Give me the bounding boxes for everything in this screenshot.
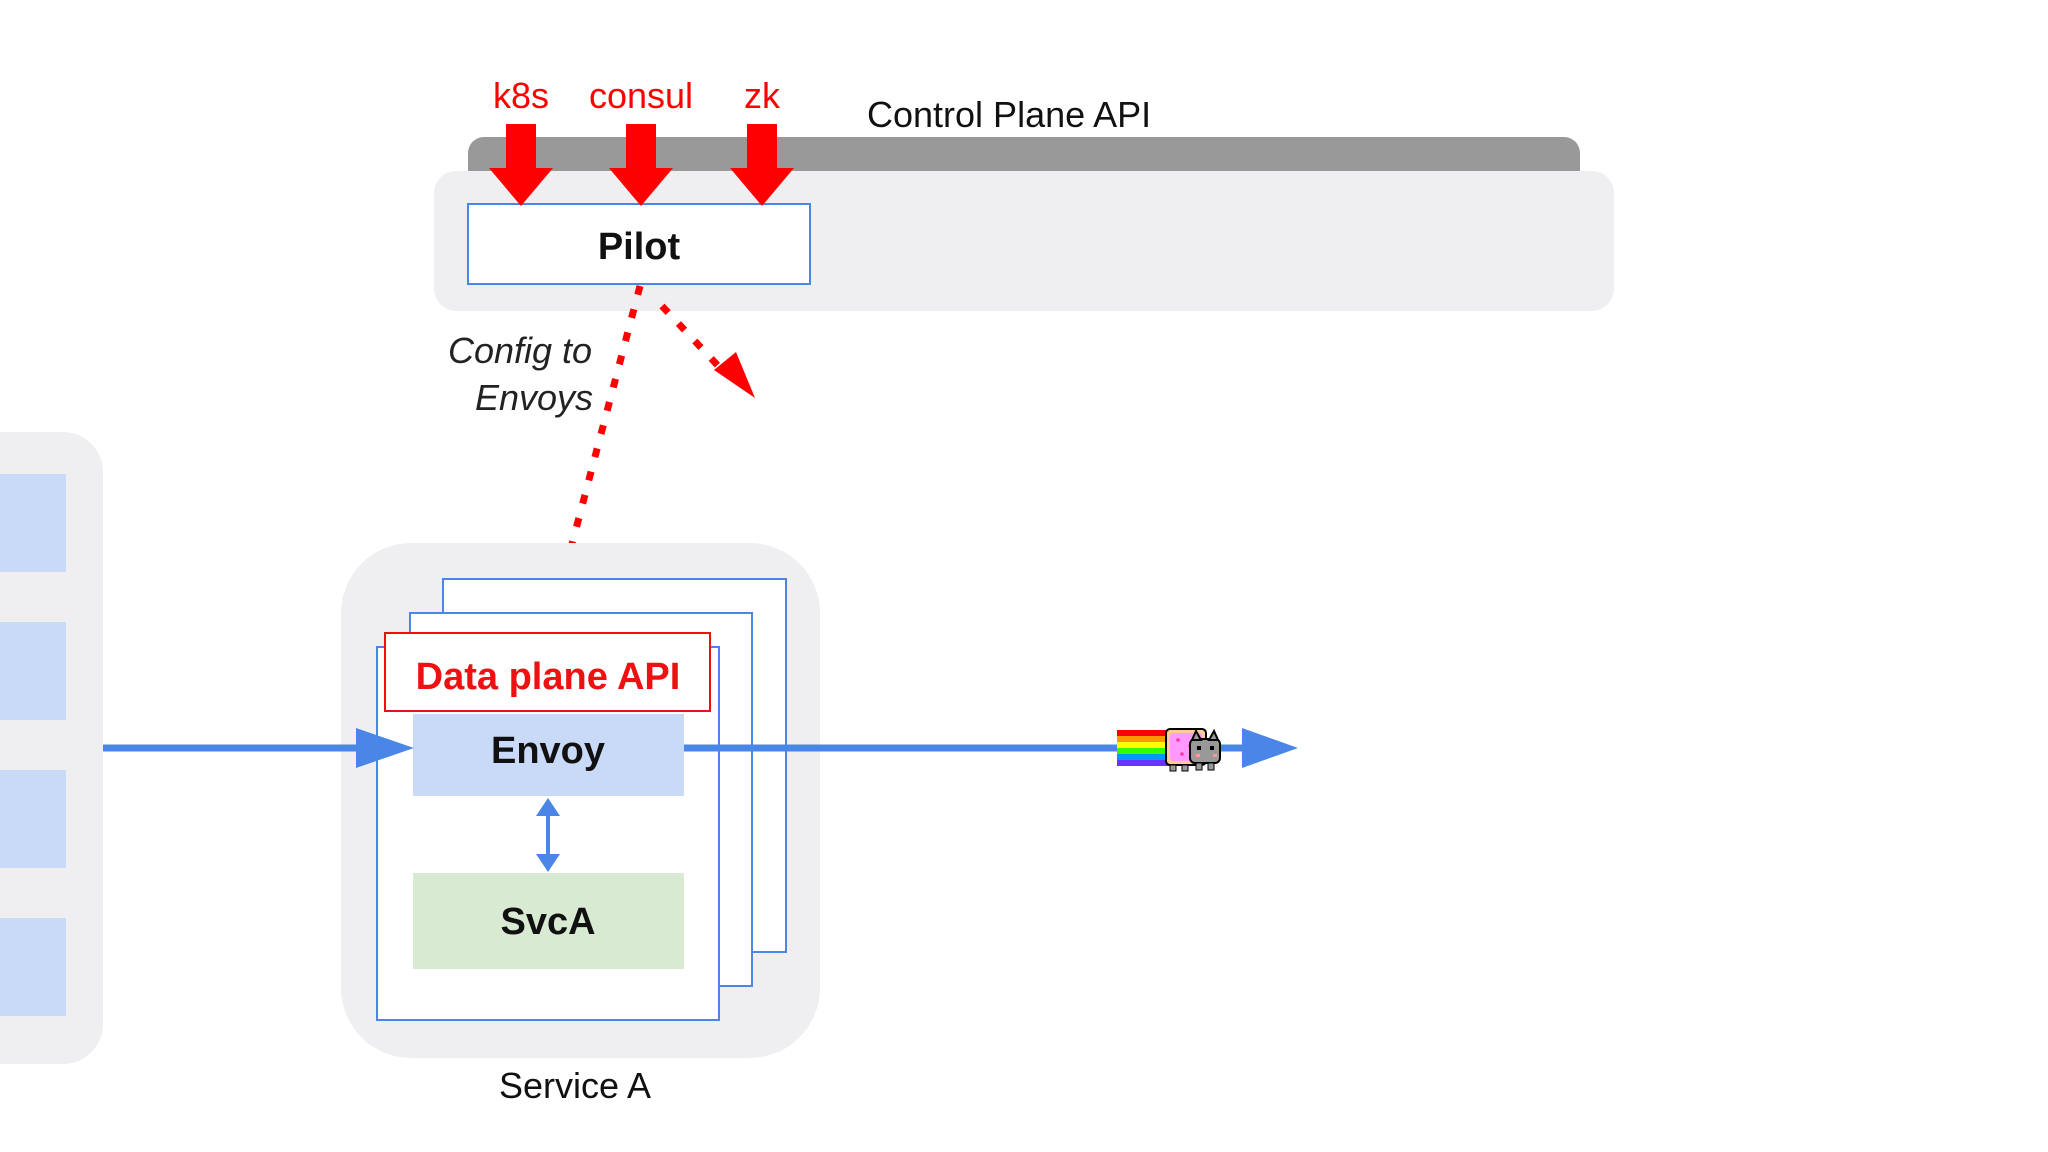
config-label-line2: Envoys bbox=[475, 377, 593, 418]
outbound-traffic-head bbox=[1242, 728, 1298, 768]
svca-box bbox=[413, 873, 684, 969]
source-arrow-zk bbox=[730, 124, 794, 206]
envoy-box bbox=[413, 714, 684, 796]
control-plane: Control Plane API Pilot k8s consul zk bbox=[434, 75, 1614, 311]
left-node-panel bbox=[0, 432, 103, 1064]
left-node-block bbox=[0, 474, 66, 572]
data-plane-api-label: Data plane API bbox=[416, 656, 681, 698]
svca-label: SvcA bbox=[500, 901, 595, 943]
envoy-svc-arrow-down bbox=[536, 854, 560, 872]
data-plane-api-box bbox=[384, 632, 711, 712]
inbound-traffic-head bbox=[356, 728, 414, 768]
pilot-label: Pilot bbox=[598, 226, 681, 268]
nyan-cat-icon bbox=[1117, 728, 1221, 772]
source-arrow-consul bbox=[609, 124, 673, 206]
config-arrow-other-head bbox=[714, 352, 755, 398]
pilot-box bbox=[467, 203, 811, 285]
envoy-label: Envoy bbox=[491, 730, 605, 772]
config-arrow-to-envoy bbox=[558, 285, 644, 583]
source-label-consul: consul bbox=[589, 75, 693, 116]
service-a-node: Data plane API Envoy SvcA bbox=[341, 543, 820, 1058]
left-node-block bbox=[0, 770, 66, 868]
service-a-caption: Service A bbox=[499, 1065, 651, 1106]
left-node-block bbox=[0, 918, 66, 1016]
envoy-svc-arrow-up bbox=[536, 798, 560, 816]
control-plane-title: Control Plane API bbox=[867, 94, 1151, 135]
left-node-block bbox=[0, 622, 66, 720]
source-arrow-k8s bbox=[489, 124, 553, 206]
source-label-zk: zk bbox=[744, 75, 781, 116]
config-label-line1: Config to bbox=[448, 330, 592, 371]
config-arrow-other bbox=[659, 303, 725, 373]
source-label-k8s: k8s bbox=[493, 75, 549, 116]
